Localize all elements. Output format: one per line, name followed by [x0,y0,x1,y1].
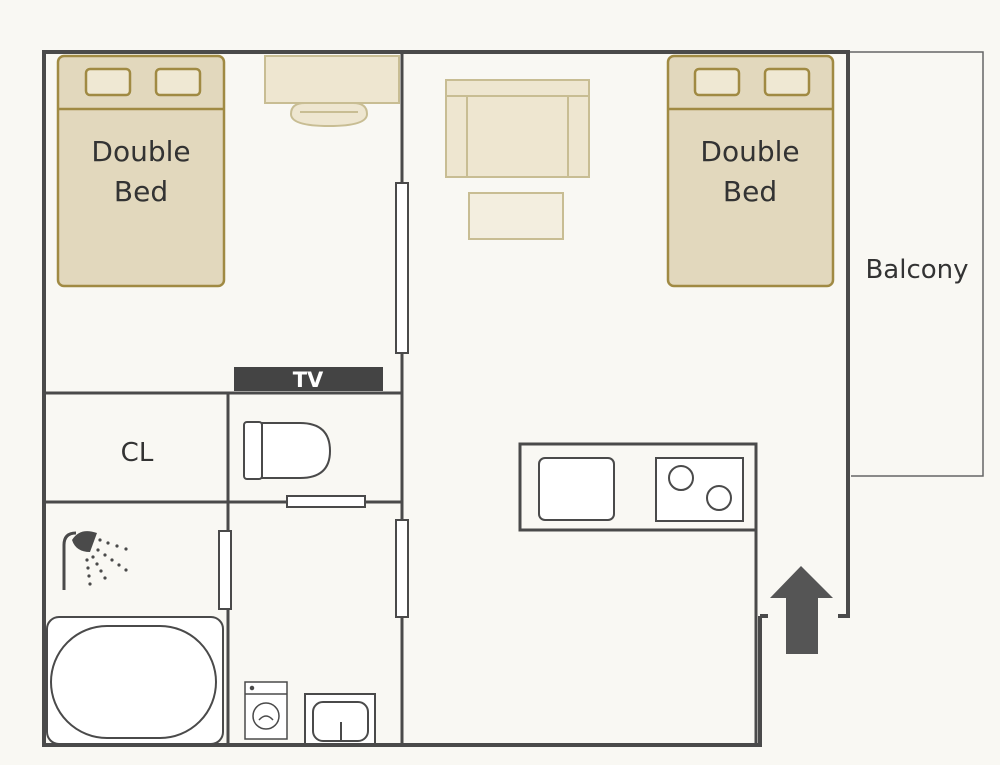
bed-label-line2: Bed [114,175,168,208]
door-washroom [395,519,409,618]
door-bathroom [218,530,232,610]
sink-icon [538,457,615,521]
tv: TV [234,367,383,392]
desk [264,55,400,128]
double-bed-left: Double Bed [56,54,226,288]
wash-basin-icon [304,693,376,745]
door-bedroom-living [395,182,409,354]
pillow [693,67,741,97]
pillow [84,67,132,97]
double-bed-right: Double Bed [666,54,835,288]
tv-label: TV [293,368,324,392]
up-arrow-icon [770,566,833,654]
coffee-table [468,192,564,240]
balcony-label: Balcony [865,255,968,285]
chair [289,102,369,128]
sofa [445,79,590,178]
washing-machine-icon [244,681,288,740]
closet-label: CL [121,438,154,468]
shower-icon [62,531,128,590]
door-toilet [286,495,366,508]
pillow [763,67,811,97]
stove-icon [655,457,744,522]
bathtub-icon [46,616,224,745]
bed-label-line2: Bed [723,175,777,208]
doors [218,182,409,618]
balcony: Balcony [848,51,984,477]
bed-label-line1: Double [700,135,799,168]
pillow [154,67,202,97]
outer-walls [42,50,850,747]
toilet-icon [243,421,332,480]
bed-label-line1: Double [91,135,190,168]
